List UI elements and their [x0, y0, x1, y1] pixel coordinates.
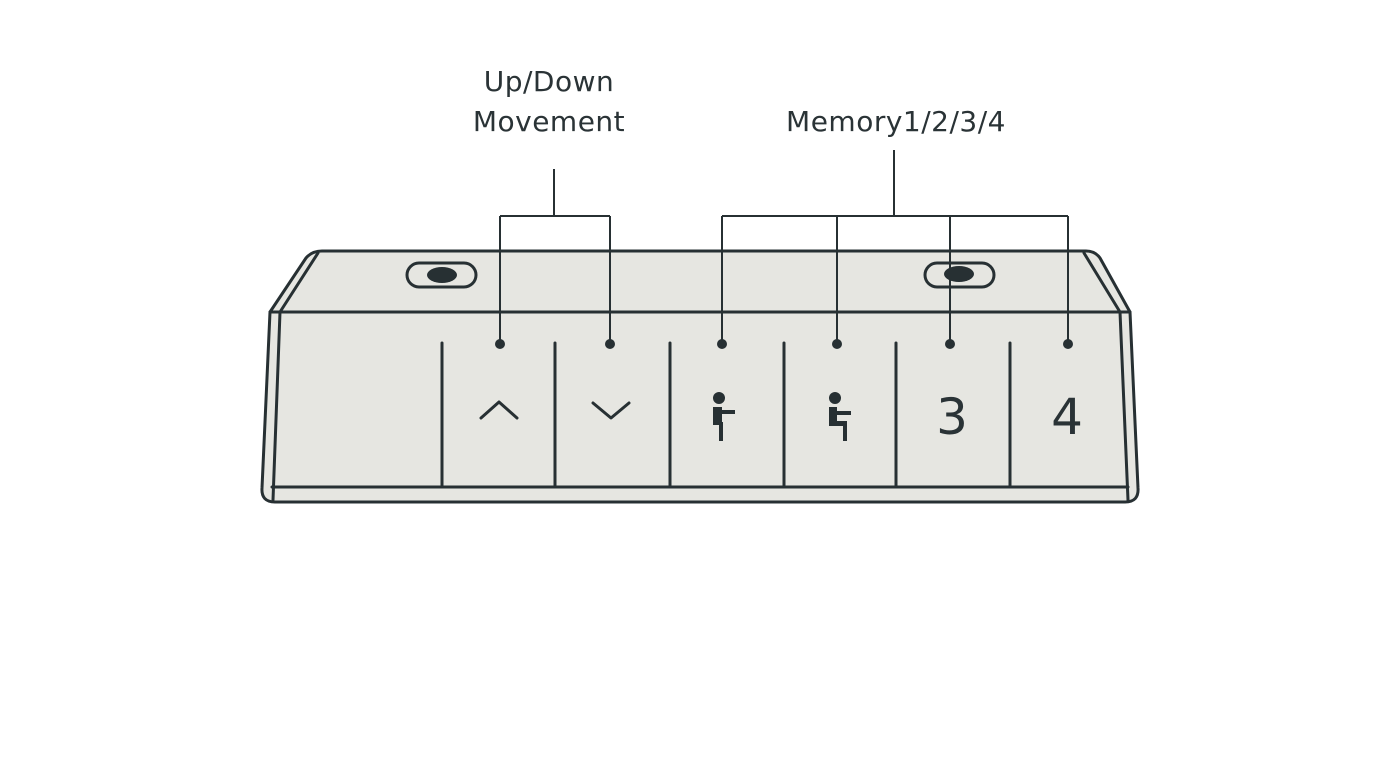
panel-top-face [268, 249, 1132, 314]
memory-2-button[interactable] [829, 392, 851, 441]
memory-label: Memory1/2/3/4 [786, 105, 1006, 138]
memory-4-label: 4 [1051, 388, 1083, 446]
chevron-up-icon [479, 400, 519, 420]
updown-dot-down [605, 339, 615, 349]
up-button[interactable] [479, 400, 519, 420]
mount-right-pin [944, 266, 974, 282]
memory-3-button[interactable]: 3 [936, 388, 968, 446]
sitting-person-icon [829, 392, 851, 441]
updown-dot-up [495, 339, 505, 349]
memory-1-button[interactable] [713, 392, 735, 441]
memory-4-button[interactable]: 4 [1051, 388, 1083, 446]
memory-dot-1 [717, 339, 727, 349]
standing-person-icon [713, 392, 735, 441]
memory-dot-4 [1063, 339, 1073, 349]
down-button[interactable] [591, 401, 631, 420]
updown-label-line1: Up/Down [484, 65, 615, 98]
panel-front-face [260, 310, 1140, 504]
panel-top-bevel-right [1082, 251, 1122, 314]
panel-top-bevel-left [278, 251, 320, 314]
updown-label-line2: Movement [473, 105, 625, 138]
mount-left-pin [427, 267, 457, 283]
control-panel: 3 4 [260, 249, 1140, 504]
memory-dot-3 [945, 339, 955, 349]
panel-front-inner-left [271, 310, 282, 502]
mount-right [923, 261, 996, 289]
updown-callout [495, 169, 615, 349]
chevron-down-icon [591, 401, 631, 420]
mount-left [405, 261, 478, 289]
memory-3-label: 3 [936, 388, 968, 446]
memory-callout [717, 150, 1073, 349]
memory-dot-2 [832, 339, 842, 349]
panel-front-inner-right [1118, 310, 1130, 502]
